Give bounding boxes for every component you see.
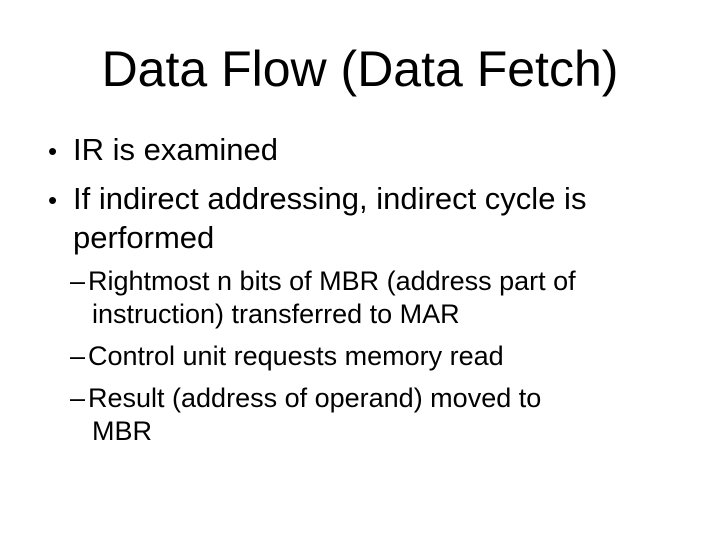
bullet-text: Result (address of operand) moved to MBR [88, 383, 542, 446]
sub-bullet-item: –Rightmost n bits of MBR (address part o… [48, 265, 608, 331]
bullet-marker: • [48, 185, 58, 215]
bullet-text: Control unit requests memory read [88, 341, 504, 371]
dash-marker: – [70, 383, 86, 413]
slide-title: Data Flow (Data Fetch) [101, 41, 619, 97]
bullet-list: • IR is examined • If indirect addressing, … [48, 131, 608, 448]
bullet-text: Rightmost n bits of MBR (address part of… [88, 266, 576, 329]
bullet-text: IR is examined [73, 132, 279, 167]
bullet-item: • If indirect addressing, indirect cycle … [48, 180, 608, 256]
bullet-item: • IR is examined [48, 131, 608, 170]
dash-marker: – [70, 266, 86, 296]
bullet-text: If indirect addressing, indirect cycle i… [73, 181, 587, 255]
sub-bullet-item: –Result (address of operand) moved to MB… [48, 382, 608, 448]
sub-bullet-item: –Control unit requests memory read [48, 340, 608, 373]
bullet-marker: • [48, 136, 58, 166]
dash-marker: – [70, 341, 86, 371]
